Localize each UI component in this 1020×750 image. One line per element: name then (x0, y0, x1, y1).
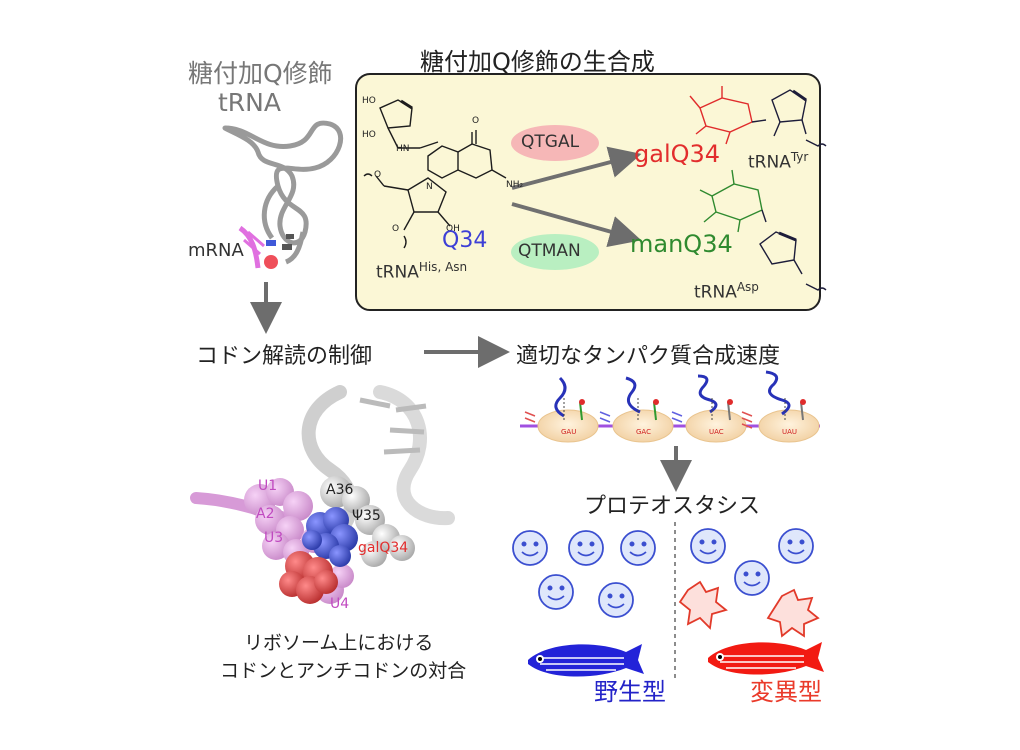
mrna-label: mRNA (188, 240, 244, 261)
ribosome-3 (685, 374, 747, 443)
mannose-structure (699, 169, 827, 291)
residue-u3: U3 (264, 530, 284, 546)
residue-u1: U1 (258, 478, 278, 494)
galactose-structure (689, 86, 827, 147)
wild-type-proteins (512, 530, 656, 618)
smiley-icon (734, 560, 770, 596)
qtman-oval (511, 234, 599, 270)
residue-galq34: galQ34 (358, 540, 409, 556)
residue-u4: U4 (330, 596, 350, 612)
mutant-zebrafish (708, 642, 824, 675)
wild-type-label: 野生型 (594, 678, 666, 706)
smiley-icon (620, 530, 656, 566)
manq34-trna-label: tRNAAsp (694, 280, 759, 303)
label-ho-2: HO (362, 130, 376, 140)
arrow-to-galq34 (511, 146, 642, 190)
structure-caption-line2: コドンとアンチコドンの対合 (220, 660, 467, 682)
smiley-icon (568, 530, 604, 566)
q34-structure (363, 99, 507, 249)
label-nh2: NH₂ (506, 180, 524, 190)
residue-psi35: Ψ35 (352, 508, 381, 524)
residue-a2: A2 (256, 506, 275, 522)
label-n: N (426, 182, 433, 192)
wild-type-zebrafish (528, 644, 644, 677)
label-ho-1: HO (362, 96, 376, 106)
codon-decoding-label: コドン解読の制御 (196, 344, 373, 369)
ribosome-4 (758, 370, 820, 443)
proteostasis-label: プロテオスタシス (584, 494, 761, 519)
codon-1: GAU (561, 428, 577, 436)
label-o-carbonyl: O (472, 116, 480, 126)
ribosome-2 (612, 376, 674, 443)
misfolded-protein-icon (678, 580, 728, 630)
left-header-line1: 糖付加Q修飾 (188, 59, 333, 88)
qtgal-oval (511, 125, 599, 161)
trna-cartoon (222, 120, 344, 269)
residue-a36: A36 (326, 482, 354, 498)
ribosome-1 (537, 376, 599, 443)
mutant-label: 変異型 (750, 678, 822, 706)
label-o-ribose: O (374, 170, 382, 180)
mutant-proteins (678, 528, 820, 638)
label-o-3prime: O (392, 224, 400, 234)
translation-speed-label: 適切なタンパク質合成速度 (516, 344, 781, 369)
manq34-label: manQ34 (630, 230, 733, 258)
qtman-enzyme-label: QTMAN (518, 241, 581, 261)
ribosome-row (520, 370, 820, 443)
codon-3: UAC (709, 428, 724, 436)
panel-title: 糖付加Q修飾の生合成 (420, 48, 655, 76)
label-oh: OH (446, 224, 460, 234)
smiley-icon (512, 530, 548, 566)
smiley-icon (690, 528, 726, 564)
left-header-line2: tRNA (218, 88, 281, 117)
codon-2: GAC (636, 428, 651, 436)
label-hn: HN (396, 144, 410, 154)
smiley-icon (778, 528, 814, 564)
structure-caption-line1: リボソーム上における (244, 632, 434, 654)
galq34-trna-label: tRNATyr (748, 150, 809, 173)
galq34-label: galQ34 (634, 140, 721, 168)
arrow-to-manq34 (511, 202, 642, 248)
misfolded-protein-icon (766, 588, 820, 638)
molecular-structure (190, 385, 455, 604)
qtgal-enzyme-label: QTGAL (521, 132, 580, 152)
smiley-icon (598, 582, 634, 618)
q34-label: Q34 (442, 228, 488, 253)
q34-trna-label: tRNAHis, Asn (376, 260, 468, 283)
codon-4: UAU (782, 428, 798, 436)
smiley-icon (538, 574, 574, 610)
